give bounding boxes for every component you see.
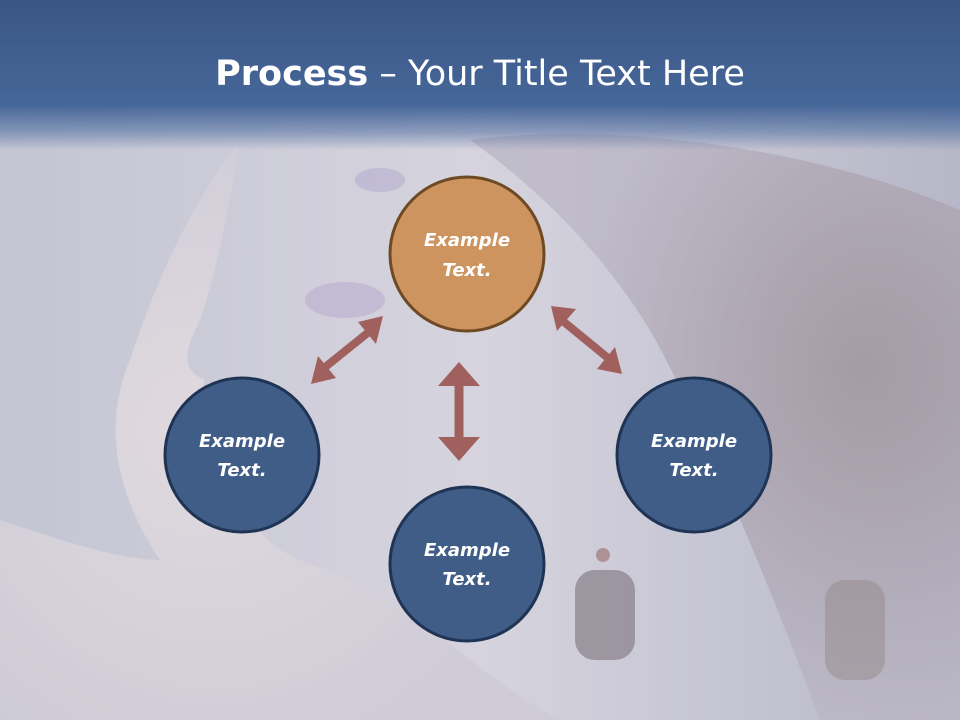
node-top: Example Text. (388, 175, 546, 333)
node-left: Example Text. (163, 376, 321, 534)
arrow-top-bottom (438, 362, 480, 461)
title-banner (0, 0, 960, 150)
arrow-top-left (311, 316, 383, 384)
node-left-line2: Text. (217, 460, 266, 481)
node-bottom-line1: Example (424, 540, 510, 561)
node-bottom-line2: Text. (442, 569, 491, 590)
node-bottom: Example Text. (388, 485, 546, 643)
node-top-line2: Text. (442, 260, 491, 281)
slide-title: Process – Your Title Text Here (0, 50, 960, 98)
node-right-line1: Example (651, 431, 737, 452)
arrow-top-right (551, 306, 622, 374)
node-right-line2: Text. (669, 460, 718, 481)
title-rest: – Your Title Text Here (368, 54, 745, 94)
title-bold: Process (215, 54, 369, 94)
node-left-line1: Example (199, 431, 285, 452)
node-top-line1: Example (424, 230, 510, 251)
node-right: Example Text. (615, 376, 773, 534)
